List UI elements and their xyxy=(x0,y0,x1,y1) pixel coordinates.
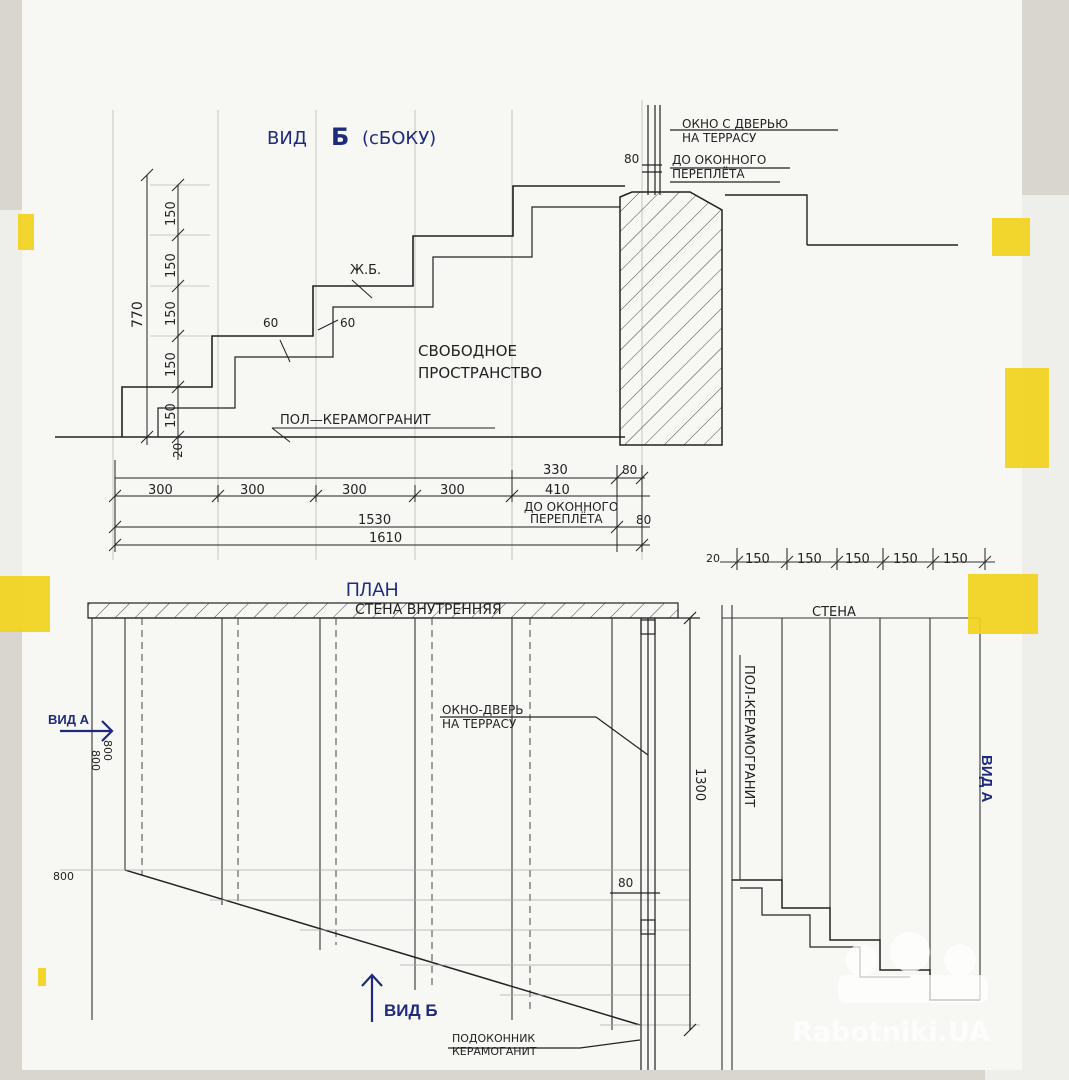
view-a-lines xyxy=(720,548,995,1070)
window-frame-side xyxy=(642,105,838,195)
stair-profile-inner xyxy=(157,206,620,437)
watermark-workers-icon xyxy=(838,932,988,1003)
dim-60-b: 60 xyxy=(340,316,355,330)
tape-right-top xyxy=(992,218,1030,256)
plan-wall-label: СТЕНА ВНУТРЕННЯЯ xyxy=(355,602,502,618)
view-a-dim-5: 150 xyxy=(943,552,968,567)
dim-riser-2: 150 xyxy=(164,253,179,278)
plan-dim-1300: 1300 xyxy=(692,768,707,801)
plan-dim-800-b: 800 xyxy=(89,750,102,771)
view-a-wall-label: СТЕНА xyxy=(812,605,856,620)
view-a-dim-1: 150 xyxy=(745,552,770,567)
plan-tread-lines xyxy=(91,618,613,1030)
label-to-window-frame-2: ПЕРЕПЛЁТА xyxy=(672,166,745,181)
dim-770: 770 xyxy=(130,301,146,328)
dim-1610: 1610 xyxy=(369,531,402,546)
plan-view-b-label: ВИД Б xyxy=(384,1001,438,1020)
plan-window-frame xyxy=(440,611,697,1070)
view-a-dim-20: 20 xyxy=(706,552,720,565)
label-free-space-line-2: ПРОСТРАНСТВО xyxy=(418,364,542,382)
view-a-floor-label: ПОЛ-КЕРАМОГРАНИТ xyxy=(741,665,756,807)
plan-window-door-1: ОКНО-ДВЕРЬ xyxy=(442,703,523,717)
horizontal-dimension-chains xyxy=(108,460,650,552)
tape-left-top xyxy=(18,214,34,250)
leader-rc xyxy=(351,279,373,299)
plan-view-a-label: ВИД А xyxy=(48,712,90,727)
tape-left-mid xyxy=(0,576,50,632)
label-floor-porcelain: ПОЛ—КЕРАМОГРАНИТ xyxy=(280,413,431,428)
plan-dim-800-c: 800 xyxy=(53,870,74,883)
side-view-title-letter: Б xyxy=(331,123,349,151)
plan-sill-2: КЕРАМОГАНИТ xyxy=(452,1045,537,1058)
watermark-text: Rabotniki.UA xyxy=(792,1017,990,1048)
dim-riser-5: 150 xyxy=(164,403,179,428)
leader-floor xyxy=(271,427,291,443)
plan-horizontal-guides xyxy=(60,869,700,1026)
hatched-wall-section xyxy=(619,191,723,446)
label-window-door-1: ОКНО С ДВЕРЬЮ xyxy=(682,117,788,131)
plan-hidden-lines xyxy=(141,618,531,1010)
plan-dim-800-a: 800 xyxy=(101,740,114,761)
view-a-dim-3: 150 xyxy=(845,552,870,567)
view-a-dim-4: 150 xyxy=(893,552,918,567)
dim-riser-1: 150 xyxy=(164,201,179,226)
dim-80-c: 80 xyxy=(636,513,651,527)
side-view-title-prefix: ВИД xyxy=(267,128,307,149)
view-a-arrow xyxy=(60,720,114,742)
dim-80-top: 80 xyxy=(624,152,639,166)
plan-sill-1: ПОДОКОННИК xyxy=(452,1032,535,1045)
dim-330: 330 xyxy=(543,463,568,478)
dim-80-b: 80 xyxy=(622,463,637,477)
tape-right-mid xyxy=(1005,368,1049,468)
dim-60-a: 60 xyxy=(263,316,278,330)
plan-window-door-2: НА ТЕРРАСУ xyxy=(442,717,517,731)
leader-60-b xyxy=(317,319,339,331)
plan-title: ПЛАН xyxy=(346,580,399,601)
label-window-door-2: НА ТЕРРАСУ xyxy=(682,131,757,145)
dim-tread-3: 300 xyxy=(342,483,367,498)
vertical-dimension-chain xyxy=(140,168,185,460)
label-reinforced-concrete: Ж.Б. xyxy=(350,263,381,278)
tape-left-bottom xyxy=(38,968,46,986)
dim-tread-2: 300 xyxy=(240,483,265,498)
label-to-window-frame-4: ПЕРЕПЛЁТА xyxy=(530,511,603,526)
dim-20: 20 xyxy=(171,443,185,458)
plan-diagonal-edge xyxy=(124,869,641,1026)
side-view-title: ВИД Б (сБОКУ) xyxy=(267,123,436,151)
stair-profile-top xyxy=(121,185,625,437)
label-to-window-frame-1: ДО ОКОННОГО xyxy=(672,153,766,167)
plan-dim-80: 80 xyxy=(618,876,633,890)
dim-410: 410 xyxy=(545,483,570,498)
dim-1530: 1530 xyxy=(358,513,391,528)
dim-tread-4: 300 xyxy=(440,483,465,498)
view-b-arrow xyxy=(361,973,383,1022)
leader-60-a xyxy=(279,339,291,363)
dim-tread-1: 300 xyxy=(148,483,173,498)
side-view-title-suffix: (сБОКУ) xyxy=(362,128,436,149)
label-free-space-line-1: СВОБОДНОЕ xyxy=(418,342,517,360)
dim-riser-4: 150 xyxy=(164,352,179,377)
main-paper xyxy=(22,0,1022,1070)
view-a-dim-2: 150 xyxy=(797,552,822,567)
label-to-window-frame-3: ДО ОКОННОГО xyxy=(524,500,618,514)
view-a-title: ВИД А xyxy=(978,755,995,802)
terrace-step xyxy=(725,194,808,245)
dim-riser-3: 150 xyxy=(164,301,179,326)
tape-right-lower xyxy=(968,574,1038,634)
